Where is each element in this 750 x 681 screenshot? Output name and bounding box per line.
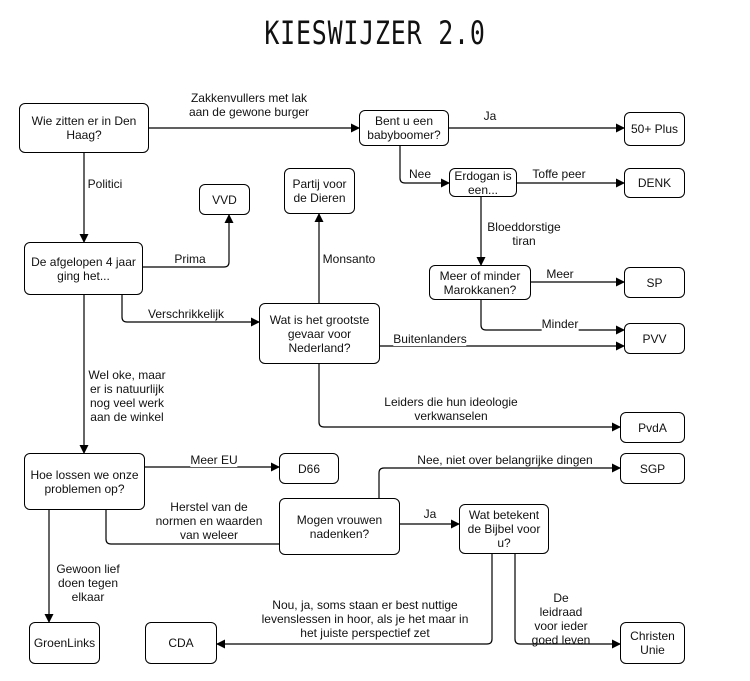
edge-marokkanen-pvv [480,300,625,335]
edge-label-politici: Politici [87,177,123,191]
edge-label-leidraad: De leidraad voor ieder goed leven [531,591,591,647]
edge-bijbel-christenunie [514,554,621,649]
node-denk: DENK [624,168,685,198]
edge-label-monsanto: Monsanto [322,252,376,266]
node-pvda: PvdA [620,412,685,443]
node-marokkanen: Meer of minder Marokkanen? [429,265,531,300]
node-problemen: Hoe lossen we onze problemen op? [24,453,145,510]
edge-babyboomer-erdogan [399,146,450,188]
diagram-title: KIESWIJZER 2.0 [264,14,486,52]
node-d66: D66 [279,453,339,484]
edge-afgelopen-vvd [143,214,234,268]
node-sgp: SGP [620,453,685,484]
node-bijbel: Wat betekent de Bijbel voor u? [459,504,549,554]
edge-label-wel-oke: Wel oke, maar er is natuurlijk nog veel … [88,368,166,424]
edge-label-verschrikkelijk: Verschrikkelijk [147,307,225,321]
node-christenunie: Christen Unie [620,622,685,664]
edge-label-toffe-peer: Toffe peer [532,167,586,181]
node-wie-zitten: Wie zitten er in Den Haag? [19,103,149,153]
edge-label-ja-vrouwen: Ja [423,507,437,521]
node-partij-voor-de-dieren: Partij voor de Dieren [284,168,355,214]
edge-label-gewoon-lief: Gewoon lief doen tegen elkaar [56,562,120,604]
node-sp: SP [624,267,685,298]
node-vvd: VVD [199,184,250,215]
edge-label-nee: Nee [408,167,432,181]
edge-label-bloeddorstige: Bloeddorstige tiran [487,220,561,248]
edge-label-minder: Minder [541,317,579,331]
node-vrouwen-nadenken: Mogen vrouwen nadenken? [279,498,400,555]
edge-label-meer: Meer [546,267,574,281]
node-pvv: PVV [624,323,685,354]
edge-label-ja-babyboomer: Ja [483,109,497,123]
edge-bijbel-cda [216,554,493,649]
edge-label-leiders: Leiders die hun ideologie verkwanselen [384,395,518,423]
node-50plus: 50+ Plus [624,112,685,146]
edge-afgelopen-gevaar [121,295,260,327]
node-groenlinks: GroenLinks [29,622,100,664]
edge-label-nou-ja: Nou, ja, soms staan er best nuttige leve… [261,598,469,640]
node-afgelopen-4-jaar: De afgelopen 4 jaar ging het... [24,242,143,295]
node-grootste-gevaar: Wat is het grootste gevaar voor Nederlan… [259,303,380,364]
edge-problemen-vrouwen [105,510,279,545]
edge-label-nee-niet: Nee, niet over belangrijke dingen [417,453,593,467]
edge-label-herstel: Herstel van de normen en waarden van wel… [155,500,263,542]
node-erdogan: Erdogan is een... [449,168,517,197]
edge-label-zakkenvullers: Zakkenvullers met lak aan de gewone burg… [188,91,310,119]
edge-label-prima: Prima [174,252,206,266]
node-cda: CDA [145,622,217,664]
edge-vrouwen-sgp [378,463,621,498]
edge-label-meer-eu: Meer EU [190,453,238,467]
edge-gevaar-pvda [318,364,621,432]
node-babyboomer: Bent u een babyboomer? [359,110,449,146]
edge-label-buitenlanders: Buitenlanders [393,332,467,346]
